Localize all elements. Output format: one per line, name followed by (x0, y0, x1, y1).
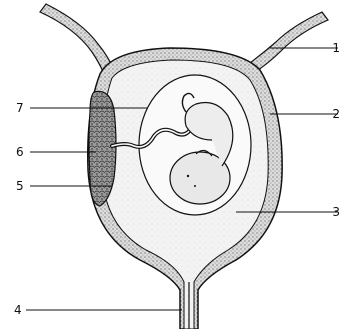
label-3: 3 (332, 205, 340, 219)
label-6: 6 (16, 145, 24, 159)
label-1: 1 (332, 41, 340, 55)
placenta (89, 91, 116, 206)
label-5: 5 (16, 179, 24, 193)
label-4: 4 (14, 303, 22, 317)
label-7: 7 (16, 101, 24, 115)
left-fallopian-tube (40, 4, 114, 74)
label-2: 2 (332, 107, 340, 121)
right-fallopian-tube (246, 12, 328, 74)
